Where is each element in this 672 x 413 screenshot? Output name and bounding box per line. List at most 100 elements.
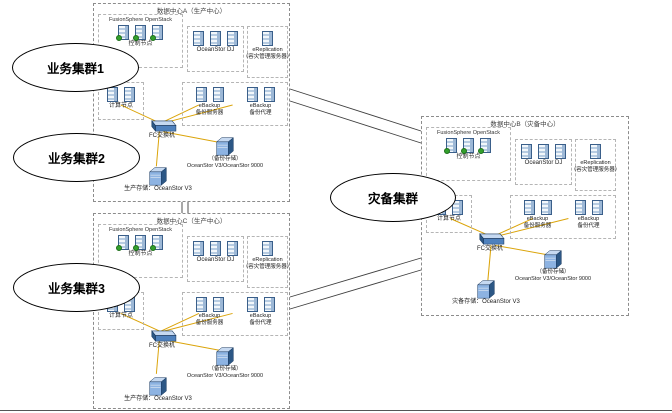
ereplication-sublabel: （容灾管理服务器） [242, 263, 293, 270]
server-icon [523, 200, 535, 215]
server-icon [263, 297, 275, 312]
control-node-servers [116, 235, 163, 251]
server-icon [195, 87, 207, 102]
datacenter-box: 数据中心B（灾备中心） FusionSphere OpenStack 控制节点 [421, 116, 629, 316]
server-icon [150, 25, 163, 41]
server-icon [246, 297, 258, 312]
dj-servers [193, 241, 238, 256]
ebackup-group: eBackup 备份服务器 eBackup 备份代理 [510, 195, 616, 239]
fusionsphere-group: FusionSphere OpenStack 控制节点 [98, 224, 183, 278]
ebackup-server-column: eBackup 备份服务器 [195, 85, 224, 117]
ereplication-server [262, 241, 273, 256]
fusionsphere-group: FusionSphere OpenStack 控制节点 [426, 127, 511, 181]
cluster-ellipse-disaster-recovery: 灾备集群 [330, 173, 456, 222]
backup-storage-label-1: （备份存储） [536, 269, 570, 275]
switch-icon [479, 233, 505, 245]
fc-switch: FC交换机 [144, 120, 180, 141]
server-icon [521, 144, 532, 159]
switch-icon [151, 120, 177, 132]
backup-server-label: 备份服务器 [195, 319, 224, 326]
backup-storage-label-1: （备份存储） [208, 366, 242, 372]
switch-icon [151, 330, 177, 342]
server-icon [591, 200, 603, 215]
compute-node-label: 计算节点 [436, 216, 461, 222]
ebackup-server-icons [195, 297, 224, 312]
oceanstor-dj-group: OceanStor DJ [187, 236, 244, 282]
oceanstor-dj-group: OceanStor DJ [515, 139, 572, 185]
server-icon [193, 241, 204, 256]
server-icon [116, 235, 129, 251]
ebackup-group: eBackup 备份服务器 eBackup 备份代理 [182, 292, 288, 336]
server-icon [107, 87, 118, 102]
ebackup-label: eBackup [198, 313, 221, 319]
server-icon [555, 144, 566, 159]
ereplication-label: eReplication [580, 160, 611, 166]
ebackup-label: eBackup [577, 216, 600, 222]
cluster-label: 业务集群2 [48, 152, 105, 166]
ereplication-group: eReplication （容灾管理服务器） [243, 26, 292, 78]
cluster-label: 灾备集群 [367, 192, 418, 206]
dj-servers [521, 144, 566, 159]
storage-icon [215, 347, 235, 366]
server-icon [193, 31, 204, 46]
backup-storage: （备份存储） OceanStor V3/OceanStor 9000 [184, 136, 266, 170]
control-node-servers [444, 138, 491, 154]
backup-server-label: 备份服务器 [195, 109, 224, 116]
storage-icon [148, 167, 168, 186]
server-icon [124, 87, 135, 102]
fc-switch: FC交换机 [472, 233, 508, 254]
ebackup-label: eBackup [249, 103, 272, 109]
server-icon [263, 87, 275, 102]
cluster-label: 业务集群1 [47, 62, 104, 76]
oceanstor-dj-group: OceanStor DJ [187, 26, 244, 72]
cluster-ellipse-business-3: 业务集群3 [13, 263, 140, 312]
ebackup-proxy-icons [246, 297, 275, 312]
fusionsphere-label: FusionSphere OpenStack [109, 227, 172, 233]
dj-servers [193, 31, 238, 46]
server-icon [133, 25, 146, 41]
fusionsphere-group: FusionSphere OpenStack 控制节点 [98, 14, 183, 68]
ebackup-label: eBackup [249, 313, 272, 319]
ebackup-proxy-icons [574, 200, 603, 215]
ebackup-proxy-column: eBackup 备份代理 [246, 295, 275, 327]
cluster-ellipse-business-2: 业务集群2 [13, 133, 140, 182]
control-node-label: 控制节点 [128, 251, 153, 257]
compute-node-servers [107, 87, 135, 102]
server-icon [461, 138, 474, 154]
storage-icon [476, 280, 496, 299]
server-icon [444, 138, 457, 154]
server-icon [210, 241, 221, 256]
server-icon [150, 235, 163, 251]
server-icon [212, 297, 224, 312]
primary-storage: 灾备存储：OceanStor V3 [445, 279, 527, 307]
server-icon [227, 31, 238, 46]
control-node-label: 控制节点 [128, 41, 153, 47]
control-node-servers [116, 25, 163, 41]
datacenter-box: 数据中心C（生产中心） FusionSphere OpenStack 控制节点 [93, 213, 292, 409]
ebackup-server-icons [523, 200, 552, 215]
ereplication-sublabel: （容灾管理服务器） [242, 53, 293, 60]
backup-storage-label-2: OceanStor V3/OceanStor 9000 [186, 372, 264, 379]
server-icon [262, 31, 273, 46]
ereplication-label: eReplication [252, 47, 283, 53]
backup-storage-label-2: OceanStor V3/OceanStor 9000 [514, 275, 592, 282]
primary-storage: 生产存储：OceanStor V3 [117, 376, 199, 404]
ereplication-group: eReplication （容灾管理服务器） [243, 236, 292, 288]
ereplication-group: eReplication （容灾管理服务器） [571, 139, 620, 191]
storage-icon [543, 250, 563, 269]
server-icon [133, 235, 146, 251]
backup-storage-label-1: （备份存储） [208, 156, 242, 162]
server-icon [452, 200, 463, 215]
ebackup-proxy-column: eBackup 备份代理 [574, 198, 603, 230]
oceanstor-dj-label: OceanStor DJ [524, 160, 563, 166]
datacenter-title: 数据中心C（生产中心） [156, 218, 227, 225]
ebackup-label: eBackup [198, 103, 221, 109]
fc-switch-label: FC交换机 [149, 133, 175, 139]
ereplication-label: eReplication [252, 257, 283, 263]
primary-storage-label: 灾备存储：OceanStor V3 [452, 299, 520, 305]
server-icon [478, 138, 491, 154]
primary-storage: 生产存储：OceanStor V3 [117, 166, 199, 194]
server-icon [246, 87, 258, 102]
compute-node-label: 计算节点 [108, 313, 133, 319]
fc-switch: FC交换机 [144, 330, 180, 351]
